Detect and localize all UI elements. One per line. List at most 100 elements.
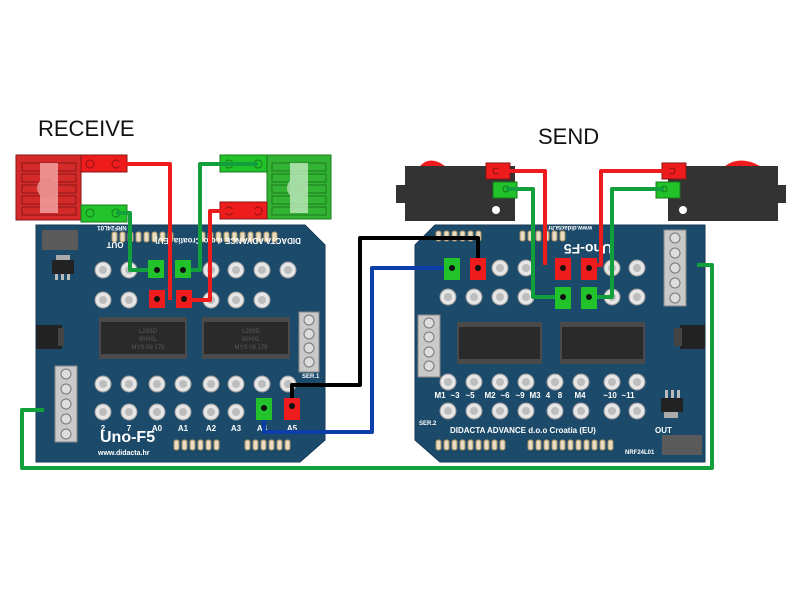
header-pin (607, 439, 614, 451)
out-pins-label: OUT (655, 426, 672, 435)
board-name: Uno-F5 (100, 429, 155, 446)
wires (20, 162, 714, 470)
header-pin (189, 439, 196, 451)
header-pin (467, 439, 474, 451)
board-name: Uno-F5 (564, 241, 612, 257)
company-label: DIDACTA ADVANCE d.o.o Croatia (EU) (155, 236, 301, 245)
pin-label: ~5 (465, 391, 475, 400)
receive-board: L293D 00HXL MYS 09 178 L293D 00HXL MYS 0… (35, 224, 326, 463)
header-pin (111, 231, 118, 243)
header-pin (276, 439, 283, 451)
send-connectors (444, 258, 597, 309)
company-label: DIDACTA ADVANCE d.o.o Croatia (EU) (450, 426, 596, 435)
header-pin (197, 439, 204, 451)
header-pin (491, 439, 498, 451)
header-pin (239, 231, 246, 243)
wire-green (506, 187, 560, 299)
ic-text: MYS 09 178 (131, 345, 165, 351)
header-pin (271, 231, 278, 243)
header-pin (159, 231, 166, 243)
header-pin (213, 439, 220, 451)
header-pin (499, 439, 506, 451)
header-pin (459, 439, 466, 451)
pin-label: M3 (529, 391, 541, 400)
header-pin (215, 231, 222, 243)
pin-label: 2 (101, 424, 106, 433)
pin-label: 7 (127, 424, 132, 433)
header-pin (143, 231, 150, 243)
header-pin (260, 439, 267, 451)
header-pin (205, 439, 212, 451)
header-pin (284, 439, 291, 451)
pin-label: A5 (287, 424, 298, 433)
receive-connectors (148, 260, 300, 420)
wire-red (185, 209, 258, 302)
header-pin (181, 439, 188, 451)
header-pin (151, 231, 158, 243)
pin-label: ~10 (603, 391, 617, 400)
header-pin (119, 231, 126, 243)
header-pin (451, 439, 458, 451)
send-label: SEND (538, 124, 600, 149)
header-pin (255, 231, 262, 243)
header-pin (268, 439, 275, 451)
nrf-label: NRF24L01 (97, 224, 127, 230)
header-pin (551, 439, 558, 451)
nrf-label: NRF24L01 (625, 450, 655, 456)
pin-label: M2 (484, 391, 496, 400)
ic-text: 00HXL (242, 337, 261, 343)
header-pin (443, 439, 450, 451)
pin-label: A2 (206, 424, 217, 433)
right-rocker-switch[interactable] (655, 160, 786, 222)
wire-red (116, 162, 172, 300)
header-pin (559, 439, 566, 451)
header-pin (519, 230, 526, 242)
header-pin (583, 439, 590, 451)
header-pin (231, 231, 238, 243)
header-pin (575, 439, 582, 451)
ic-chip-right (202, 317, 290, 359)
dc-jack (36, 325, 64, 349)
header-pin (567, 439, 574, 451)
receive-label: RECEIVE (38, 116, 135, 141)
ser1-label: SER.1 (302, 374, 320, 380)
header-pin (244, 439, 251, 451)
pin-label: ~11 (621, 391, 635, 400)
header-pin (247, 231, 254, 243)
header-pin (483, 439, 490, 451)
header-pin (535, 230, 542, 242)
ic-chip-left (99, 317, 187, 359)
out-pins-label: OUT (106, 240, 123, 249)
dc-jack (674, 325, 705, 349)
pin-label: 4 (546, 391, 551, 400)
voltage-regulator (52, 255, 74, 280)
pin-label: A0 (152, 424, 163, 433)
header-pin (173, 439, 180, 451)
ser2-label: SER.2 (419, 421, 437, 427)
header-pin (475, 439, 482, 451)
board-url: www.didacta.hr (97, 450, 150, 457)
receive-top-header (42, 230, 78, 250)
ic-text: L293D (242, 329, 260, 335)
send-board: DIDACTA ADVANCE d.o.o Croatia (EU) OUT N… (414, 224, 706, 463)
header-pin (591, 439, 598, 451)
header-pin (435, 439, 442, 451)
header-pin (263, 231, 270, 243)
pin-label: ~9 (515, 391, 525, 400)
power-terminal (663, 229, 687, 307)
header-pin (535, 439, 542, 451)
ic-chip-right (560, 322, 645, 364)
wire-red (496, 169, 547, 265)
red-pushbutton[interactable] (15, 154, 128, 221)
serial-terminal (417, 314, 441, 378)
wire-blue (262, 266, 452, 434)
header-pin (135, 231, 142, 243)
pin-label: A1 (178, 424, 189, 433)
voltage-regulator (661, 390, 683, 418)
wire-green (116, 211, 157, 272)
pin-label: ~6 (500, 391, 510, 400)
green-pushbutton[interactable] (219, 154, 332, 220)
header-pin (543, 439, 550, 451)
ic-text: L293D (139, 329, 157, 335)
